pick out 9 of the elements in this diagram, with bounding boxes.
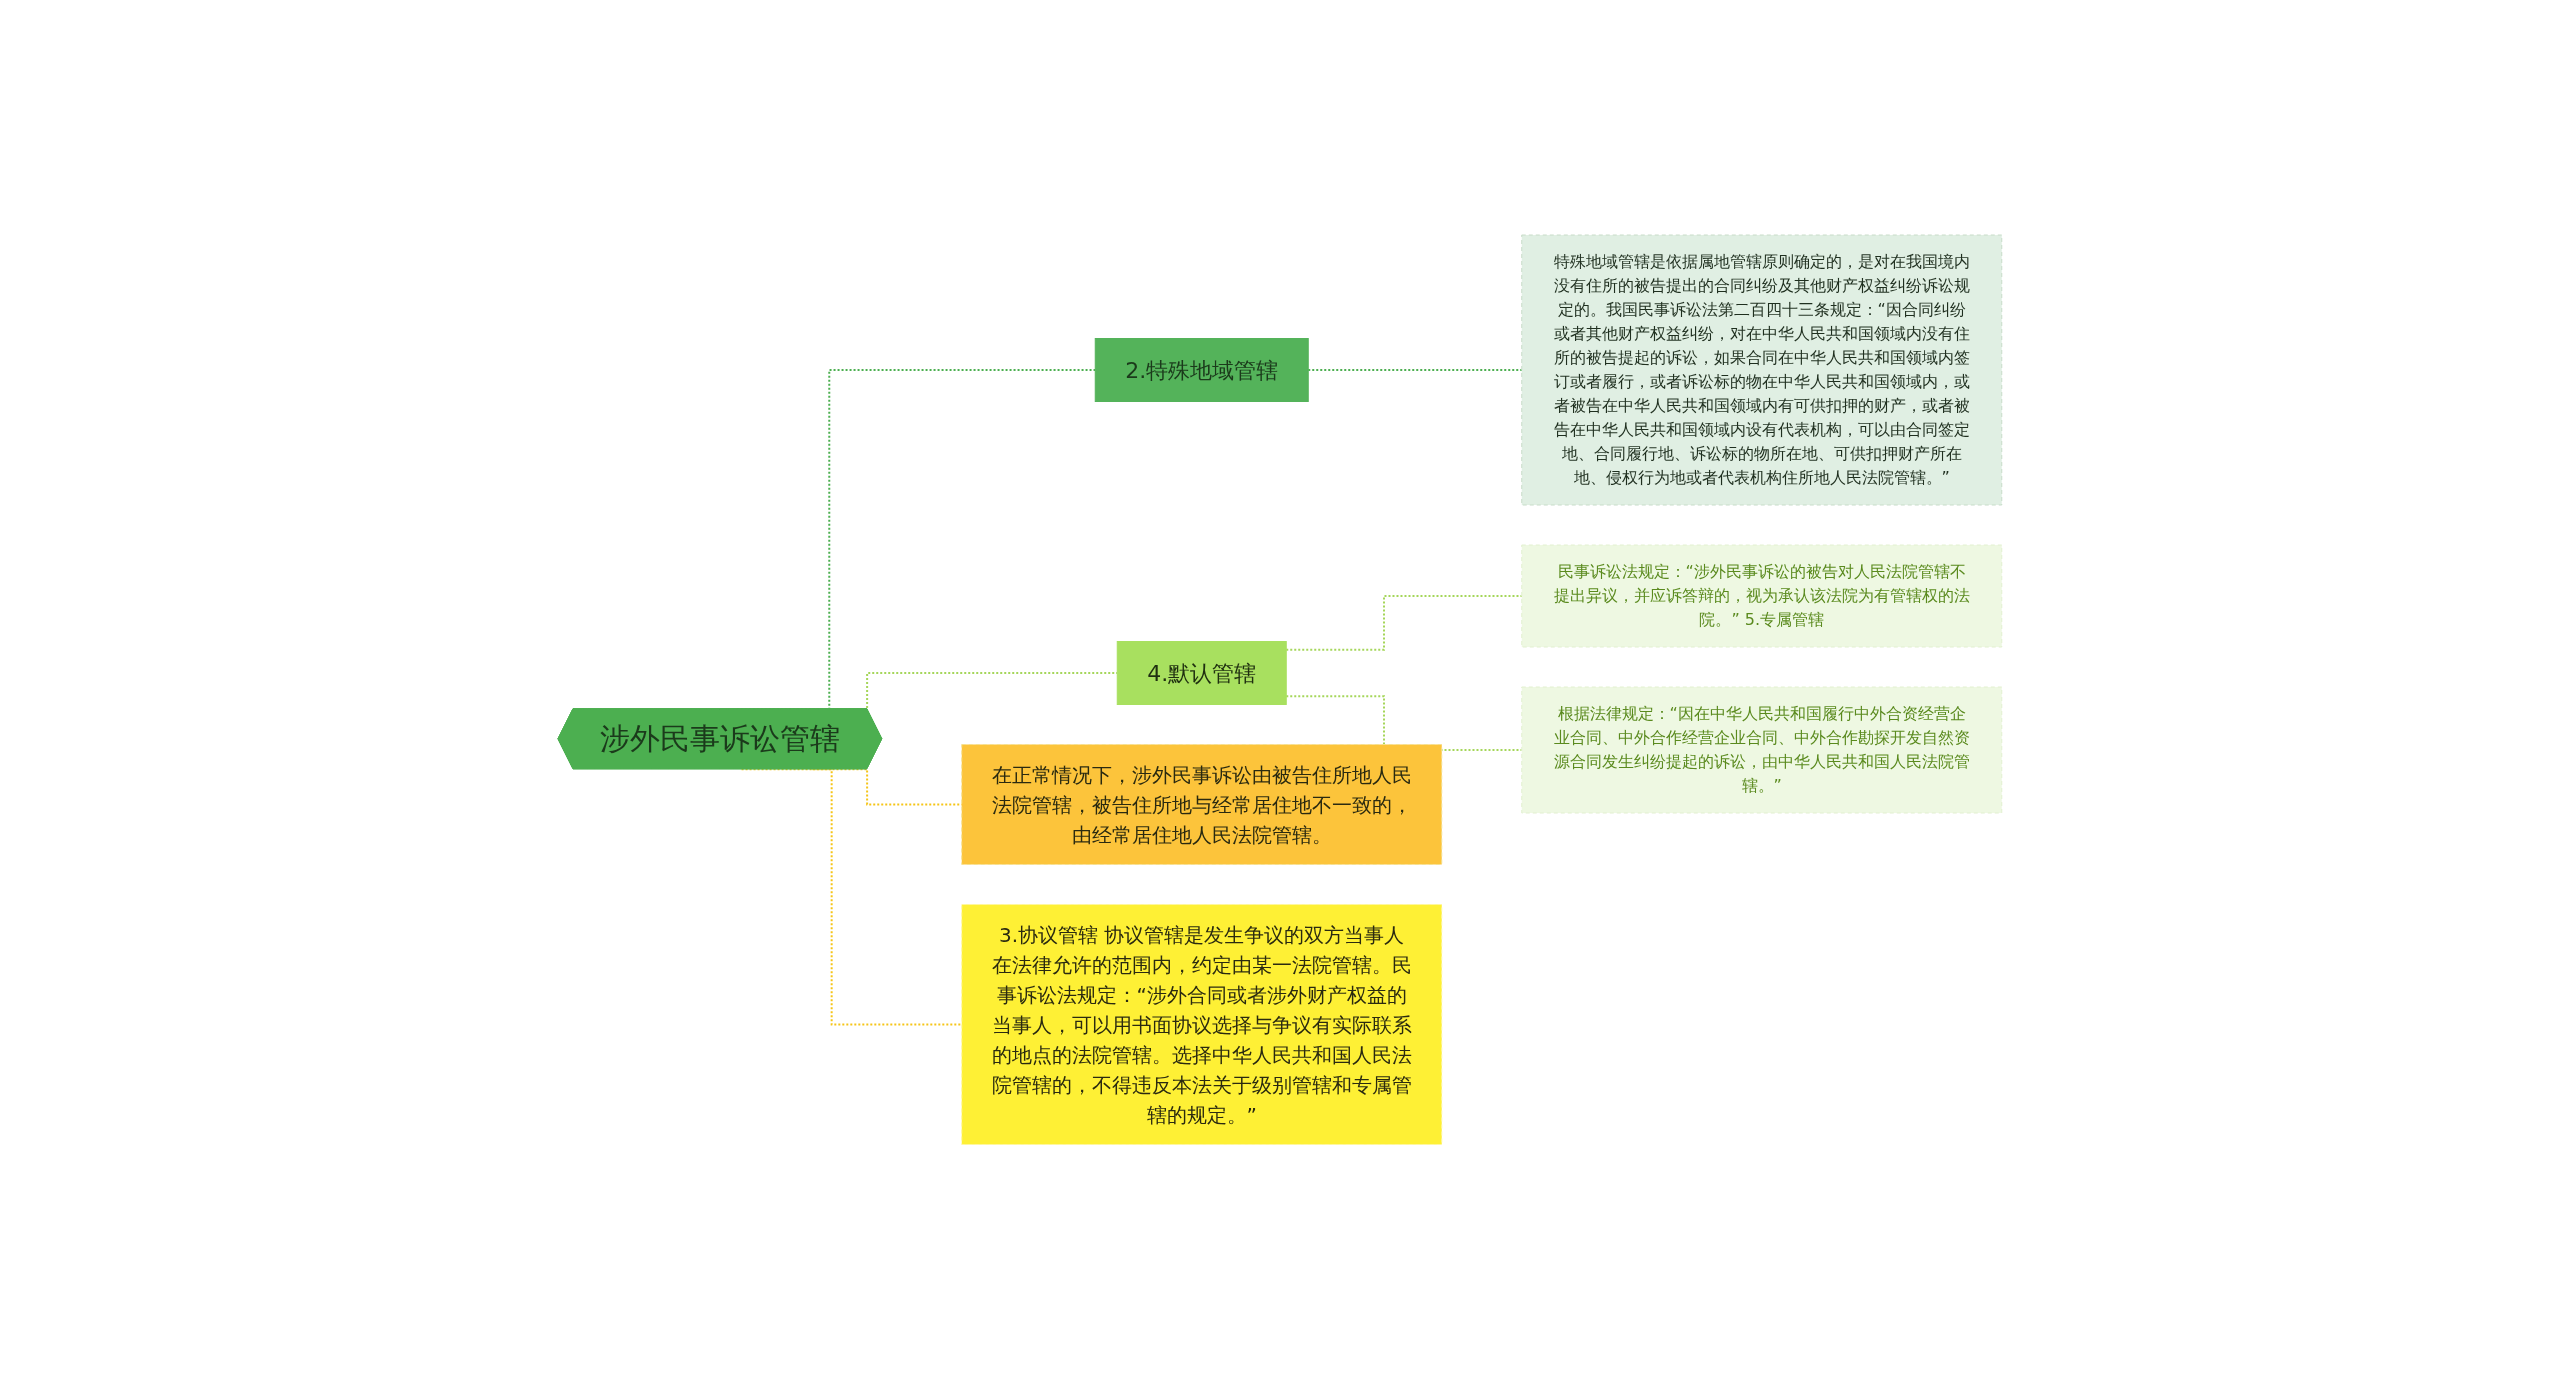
connector [740,768,963,1026]
node-box: 民事诉讼法规定：“涉外民事诉讼的被告对人民法院管辖不提出异议，并应诉答辩的，视为承认该法院为有管辖权的法院。” 5.专属管辖 [1521,544,2003,648]
node-box: 2.特殊地域管辖 [1094,337,1309,402]
node-box: 3.协议管辖 协议管辖是发生争议的双方当事人在法律允许的范围内，约定由某一法院管辖。民事诉讼法规定：“涉外合同或者涉外财产权益的当事人，可以用书面协议选择与争议有实际联系的地点的法院管辖。选择中华人民共和国人民法院管辖的，不得违反本法关于级别管辖和专属管辖的规定。” [961,903,1443,1145]
node-box: 根据法律规定：“因在中华人民共和国履行中外合资经营企业合同、中外合作经营企业合同、中外合作勘探开发自然资源合同发生纠纷提起的诉讼，由中华人民共和国人民法院管辖。” [1521,686,2003,814]
node-box: 特殊地域管辖是依据属地管辖原则确定的，是对在我国境内没有住所的被告提出的合同纠纷及其他财产权益纠纷诉讼规定的。我国民事诉讼法第二百四十三条规定：“因合同纠纷或者其他财产权益纠纷，对在中华人民共和国领域内没有住所的被告提起的诉讼，如果合同在中华人民共和国领域内签订或者履行，或者诉讼标的物在中华人民共和国领域内，或者被告在中华人民共和国领域内有可供扣押的财产，或者被告在中华人民共和国领域内设有代表机构，可以由合同签定地、合同履行地、诉讼标的物所在地、可供扣押财产所在地、侵权行为地或者代表机构住所地人民法院管辖。” [1521,234,2003,506]
node-box: 4.默认管辖 [1116,640,1287,705]
connector [811,768,963,806]
node-box: 在正常情况下，涉外民事诉讼由被告住所地人民法院管辖，被告住所地与经常居住地不一致的，由经常居住地人民法院管辖。 [961,743,1443,865]
